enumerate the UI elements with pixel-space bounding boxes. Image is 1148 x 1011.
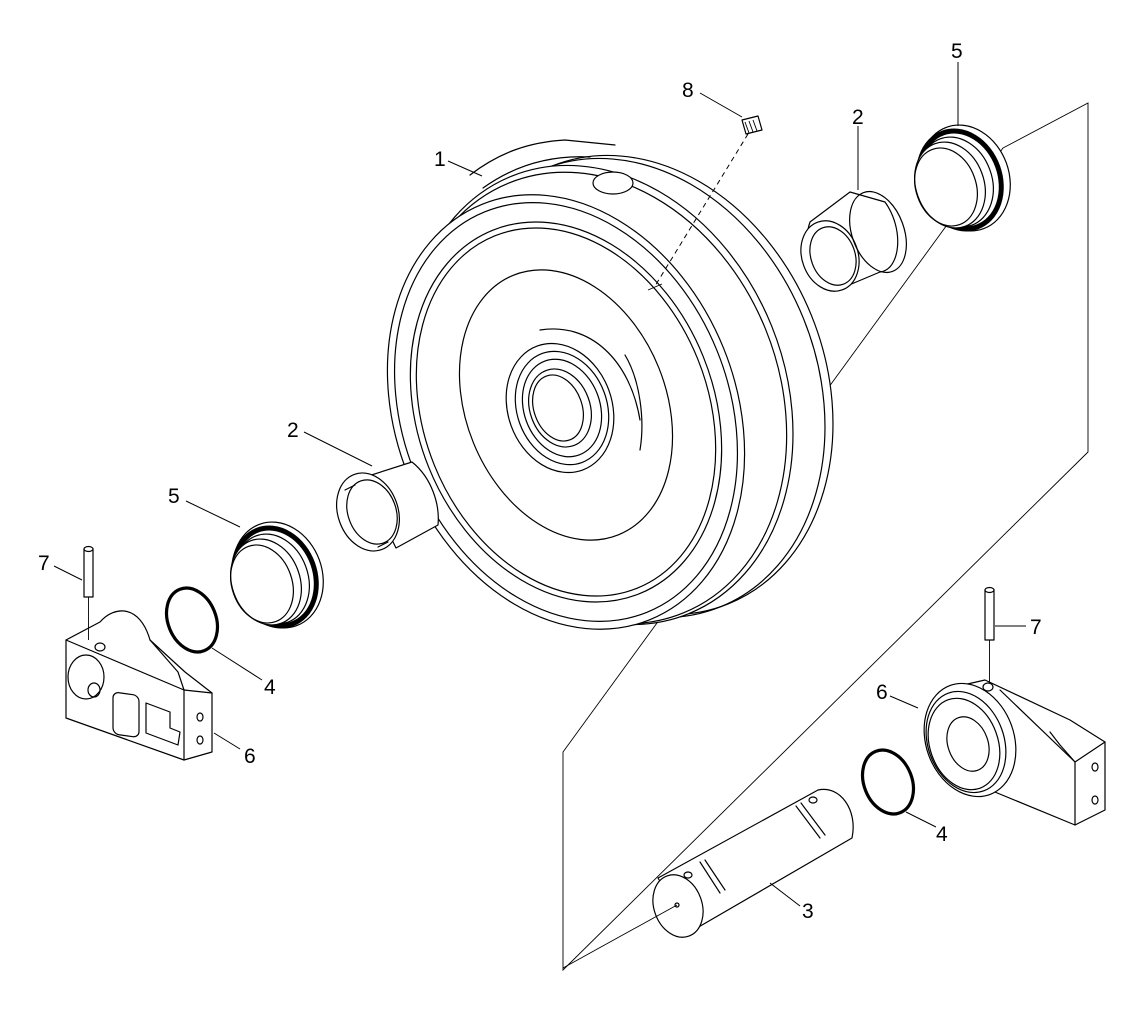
shaft xyxy=(562,788,854,969)
callout-4-right: 4 xyxy=(936,823,948,846)
leader-lines xyxy=(53,62,1026,907)
floating-seal-left xyxy=(230,521,324,629)
callout-5-top: 5 xyxy=(951,40,963,63)
plug-part-8 xyxy=(647,115,763,291)
callout-3: 3 xyxy=(802,900,814,923)
bushing-left xyxy=(336,461,439,552)
callout-7-left: 7 xyxy=(38,552,50,575)
callout-6-left: 6 xyxy=(244,745,256,768)
callout-7-right: 7 xyxy=(1030,616,1042,639)
pin-left xyxy=(83,545,94,640)
callout-4-left: 4 xyxy=(264,676,276,699)
floating-seal-top xyxy=(914,124,1011,232)
o-ring-left xyxy=(164,586,220,654)
callout-8: 8 xyxy=(682,79,694,102)
o-ring-right xyxy=(860,748,916,816)
bushing-top xyxy=(800,190,907,292)
callout-2-left: 2 xyxy=(287,419,299,442)
idler-wheel xyxy=(386,139,834,630)
callout-1: 1 xyxy=(434,148,446,171)
assembly-reference-plane xyxy=(562,102,1089,972)
pin-right xyxy=(984,586,995,683)
callout-6-right: 6 xyxy=(876,681,888,704)
callout-5-left: 5 xyxy=(168,485,180,508)
support-bracket-right xyxy=(923,679,1106,826)
support-bracket-left xyxy=(65,610,213,761)
callout-2-top: 2 xyxy=(852,106,864,129)
